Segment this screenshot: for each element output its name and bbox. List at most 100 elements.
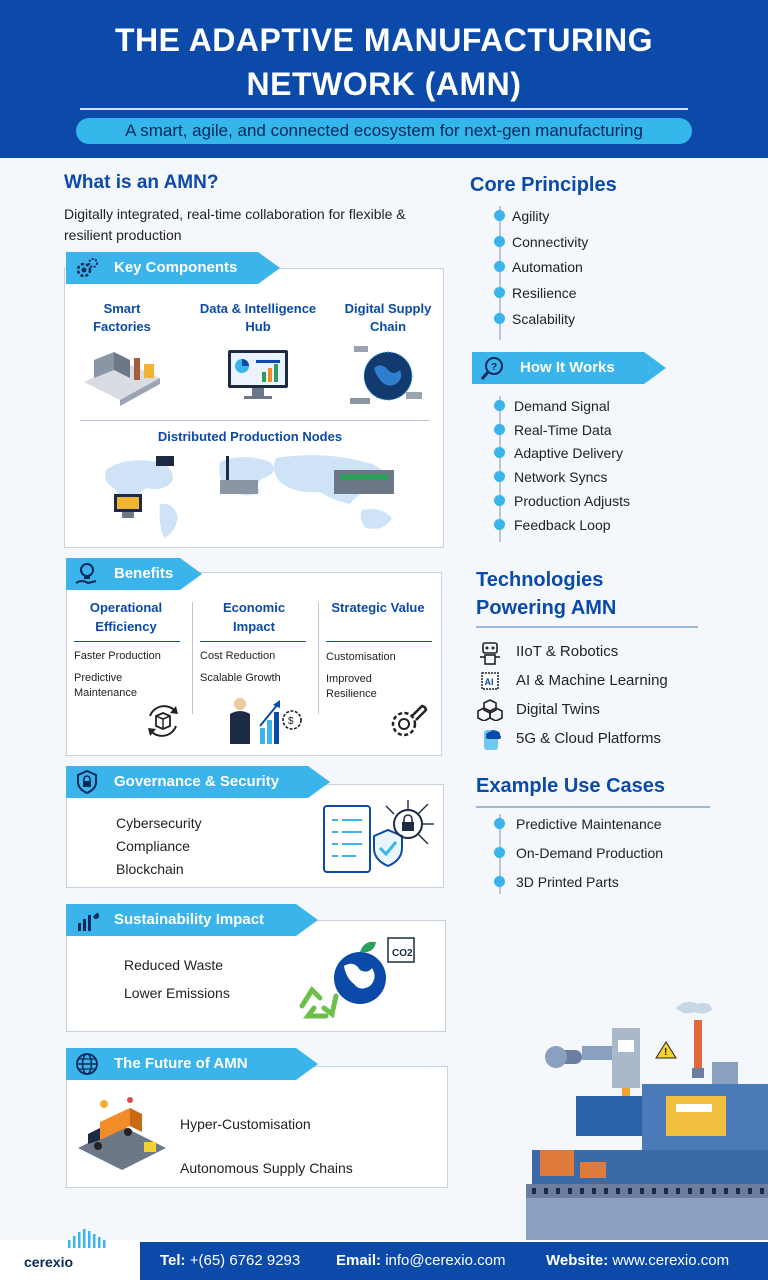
- benefit-col-2-title: Economic Impact: [222, 600, 286, 634]
- how-step-item: Production Adjusts: [494, 493, 630, 509]
- benefit-item: Improved Resilience: [326, 673, 377, 700]
- benefit-item: Cost Reduction: [200, 650, 276, 662]
- core-principle-item: Agility: [494, 208, 549, 224]
- monitor-dashboard-icon: [228, 350, 288, 399]
- benefit-separator-1: [192, 602, 193, 714]
- components-divider: [80, 420, 430, 421]
- footer: cerexio Tel: +(65) 6762 9293 Email: info…: [0, 1229, 768, 1280]
- benefit-separator-2: [318, 602, 319, 714]
- benefit-col-3-rule: [326, 641, 432, 642]
- cloud-phone-icon: [484, 730, 501, 750]
- governance-item: Blockchain: [116, 861, 184, 877]
- use-case-item: On-Demand Production: [494, 845, 663, 861]
- governance-item: Compliance: [116, 838, 190, 854]
- box-cycle-icon: [148, 705, 178, 737]
- technologies-rule: [476, 626, 698, 628]
- how-step-item: Demand Signal: [494, 398, 610, 414]
- logo-bars-icon: [68, 1229, 106, 1248]
- benefit-col-2-rule: [200, 641, 306, 642]
- world-map-icon: [105, 455, 394, 538]
- future-ribbon: The Future of AMN: [66, 1048, 318, 1080]
- benefits-ribbon: Benefits: [66, 558, 202, 590]
- gear-wrench-icon: [391, 704, 428, 737]
- ai-chip-icon: AI: [481, 672, 499, 690]
- tagline: A smart, agile, and connected ecosystem …: [76, 118, 692, 144]
- svg-text:!: !: [664, 1047, 667, 1058]
- core-principle-item: Connectivity: [494, 234, 588, 250]
- contact-website[interactable]: Website: www.cerexio.com: [546, 1252, 730, 1269]
- growth-leaf-icon: [74, 907, 100, 933]
- core-principle-item: Scalability: [494, 311, 575, 327]
- factory-icon: [84, 352, 160, 406]
- benefit-item: Faster Production: [74, 650, 161, 662]
- benefit-col-1-rule: [74, 641, 180, 642]
- how-step-item: Adaptive Delivery: [494, 445, 623, 461]
- benefits-box: [66, 572, 442, 756]
- security-checklist-icon: [323, 800, 434, 873]
- what-text: Digitally integrated, real-time collabor…: [64, 206, 406, 243]
- tech-item: 5G & Cloud Platforms: [516, 730, 662, 747]
- core-principle-item: Automation: [494, 259, 583, 275]
- tech-item: AI & Machine Learning: [516, 672, 668, 689]
- component-data-hub: Data & Intelligence Hub: [199, 301, 317, 334]
- tech-item: Digital Twins: [516, 701, 600, 718]
- use-cases-rule: [476, 806, 710, 808]
- core-principles-timeline: [499, 206, 501, 340]
- gears-icon: [74, 255, 100, 281]
- factory-machinery-illustration: !: [526, 1001, 768, 1240]
- robot-icon: [480, 642, 500, 665]
- digital-twin-icon: [477, 699, 503, 721]
- component-digital-supply-chain: Digital Supply Chain: [344, 301, 432, 334]
- use-case-item: Predictive Maintenance: [494, 816, 662, 832]
- core-principles-title: Core Principles: [470, 174, 617, 196]
- brand-name: cerexio: [24, 1254, 74, 1270]
- contact-bar: Tel: +(65) 6762 9293 Email: info@cerexio…: [140, 1242, 768, 1280]
- header-divider: [80, 108, 688, 110]
- use-cases-title: Example Use Cases: [476, 775, 666, 797]
- businessman-growth-icon: $: [230, 698, 302, 744]
- distributed-nodes-title: Distributed Production Nodes: [157, 429, 343, 444]
- core-principle-item: Resilience: [494, 285, 577, 301]
- globe-icon: [74, 1051, 100, 1077]
- eco-globe-icon: CO2: [299, 937, 415, 1019]
- contact-tel[interactable]: Tel: +(65) 6762 9293: [160, 1252, 301, 1269]
- svg-text:$: $: [288, 716, 294, 727]
- what-title: What is an AMN?: [64, 172, 219, 193]
- benefit-col-1-title: Operational Efficiency: [89, 600, 163, 634]
- future-item: Hyper-Customisation: [180, 1116, 311, 1132]
- autonomous-truck-icon: [78, 1097, 166, 1170]
- benefit-item: Customisation: [326, 651, 396, 663]
- globe-supply-chain-icon: [350, 346, 422, 404]
- svg-text:?: ?: [491, 362, 497, 373]
- sustainability-item: Lower Emissions: [124, 985, 230, 1001]
- page-title: THE ADAPTIVE MANUFACTURING NETWORK (AMN): [114, 22, 654, 102]
- tech-item: IIoT & Robotics: [516, 643, 619, 660]
- key-components-ribbon: Key Components: [66, 252, 280, 284]
- future-box: [66, 1066, 448, 1188]
- how-step-item: Network Syncs: [494, 469, 607, 485]
- magnifier-question-icon: ?: [480, 355, 506, 381]
- governance-ribbon: Governance & Security: [66, 766, 330, 798]
- technologies-title: Technologies Powering AMN: [476, 569, 617, 619]
- shield-lock-icon: [74, 769, 100, 795]
- contact-email[interactable]: Email: info@cerexio.com: [336, 1252, 506, 1269]
- governance-item: Cybersecurity: [116, 815, 202, 831]
- future-item: Autonomous Supply Chains: [180, 1160, 353, 1176]
- sustainability-item: Reduced Waste: [124, 957, 224, 973]
- ai-chip-label: AI: [485, 677, 494, 687]
- use-case-item: 3D Printed Parts: [494, 874, 619, 890]
- sustainability-ribbon: Sustainability Impact: [66, 904, 318, 936]
- cerexio-logo[interactable]: cerexio: [24, 1228, 124, 1278]
- how-step-item: Real-Time Data: [494, 422, 612, 438]
- benefit-item: Predictive Maintenance: [74, 672, 137, 699]
- benefit-item: Scalable Growth: [200, 672, 281, 684]
- header-banner: THE ADAPTIVE MANUFACTURING NETWORK (AMN)…: [0, 0, 768, 158]
- co2-label: CO2: [392, 948, 413, 959]
- how-it-works-ribbon: ? How It Works: [472, 352, 666, 384]
- lightbulb-hand-icon: [74, 561, 100, 587]
- component-smart-factories: Smart Factories: [93, 301, 151, 334]
- how-step-item: Feedback Loop: [494, 517, 611, 533]
- benefit-col-3-title: Strategic Value: [331, 600, 425, 615]
- how-it-works-timeline: [499, 396, 501, 542]
- node-terminal-icon: [114, 494, 142, 518]
